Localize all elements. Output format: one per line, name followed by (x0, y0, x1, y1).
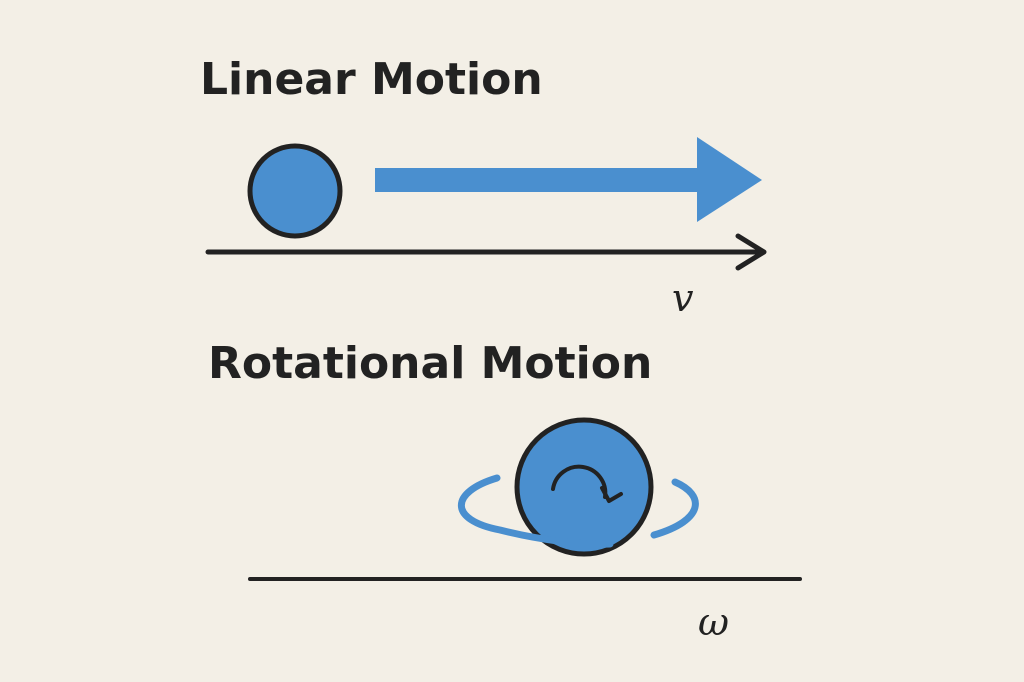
orbit-ring-front-left (457, 474, 614, 548)
velocity-symbol: v (672, 276, 694, 320)
orbit-ring-back-right (650, 478, 699, 539)
linear-section (205, 137, 767, 271)
rotational-section (248, 417, 802, 581)
rotating-ball (514, 417, 654, 557)
linear-motion-title: Linear Motion (200, 54, 543, 105)
clockwise-rotation-icon (551, 464, 623, 503)
velocity-arrow (375, 137, 762, 222)
linear-axis-arrow (205, 233, 767, 271)
rotational-motion-title: Rotational Motion (208, 338, 653, 389)
angular-velocity-symbol: ω (698, 600, 729, 644)
linear-ball (247, 143, 343, 239)
